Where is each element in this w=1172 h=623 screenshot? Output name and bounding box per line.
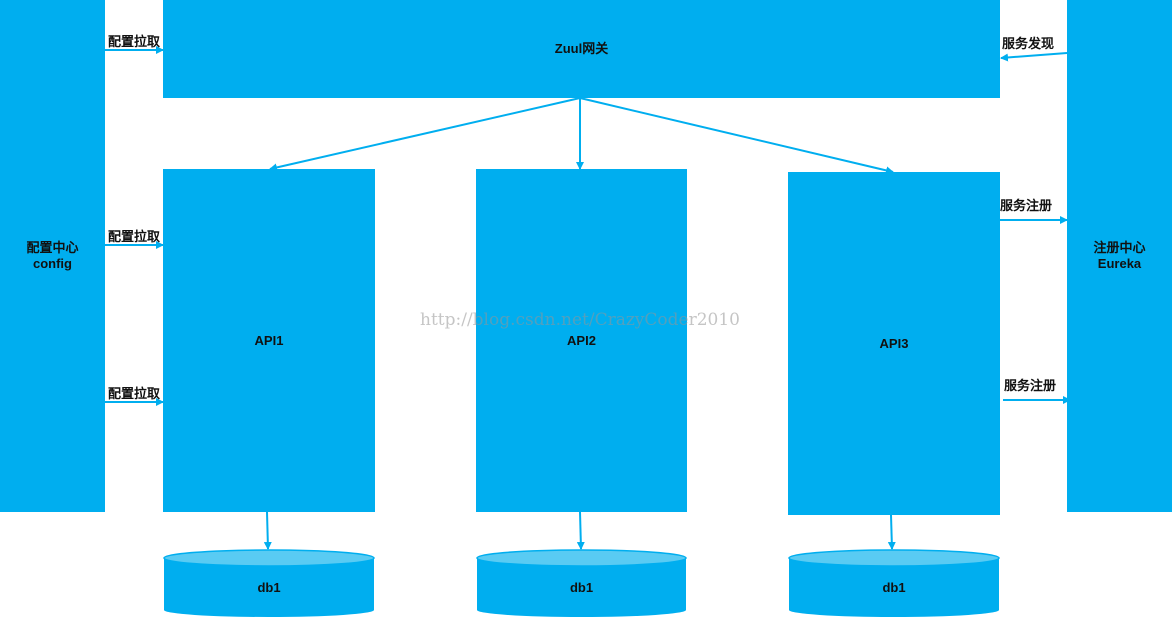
db1-label-a: db1 — [257, 580, 281, 595]
api2-label: API2 — [567, 332, 596, 348]
config-pull-label-1: 配置拉取 — [108, 34, 161, 49]
arrow-zuul-to-api1 — [269, 97, 581, 172]
arrow-api2-to-db — [576, 511, 585, 550]
arrow-api3-to-db — [887, 514, 896, 550]
db-cylinder-icon — [788, 549, 1000, 617]
db-cylinder-icon — [476, 549, 687, 617]
config-center-node: 配置中心 config — [0, 0, 105, 512]
service-discovery-label: 服务发现 — [1002, 36, 1055, 51]
api3-node: API3 — [788, 172, 1000, 515]
eureka-node: 注册中心 Eureka — [1067, 0, 1172, 512]
watermark-url: http://blog.csdn.net/CrazyCoder2010 — [420, 310, 740, 330]
config-center-label: 配置中心 config — [26, 240, 79, 271]
arrow-eureka-to-zuul — [1000, 52, 1068, 62]
api1-node: API1 — [163, 169, 375, 512]
service-register-label-2: 服务注册 — [1004, 378, 1057, 393]
db1-cylinder-a: db1 — [163, 548, 375, 618]
eureka-label: 注册中心 Eureka — [1093, 240, 1146, 271]
config-pull-label-2: 配置拉取 — [108, 229, 161, 244]
config-pull-label-3: 配置拉取 — [108, 386, 161, 401]
db-cylinder-icon — [163, 549, 375, 617]
zuul-gateway-node: Zuul网关 — [163, 0, 1000, 98]
arrow-zuul-to-api3 — [579, 97, 894, 175]
db1-label-c: db1 — [882, 580, 906, 595]
arrow-api1-to-db — [263, 511, 272, 550]
db1-cylinder-c: db1 — [788, 548, 1000, 618]
db1-cylinder-b: db1 — [476, 548, 687, 618]
api3-label: API3 — [879, 335, 909, 351]
api2-node: API2 — [476, 169, 687, 512]
zuul-gateway-label: Zuul网关 — [554, 41, 609, 56]
service-register-label-1: 服务注册 — [1000, 198, 1053, 213]
api1-label: API1 — [254, 332, 284, 348]
db1-label-b: db1 — [569, 580, 594, 595]
